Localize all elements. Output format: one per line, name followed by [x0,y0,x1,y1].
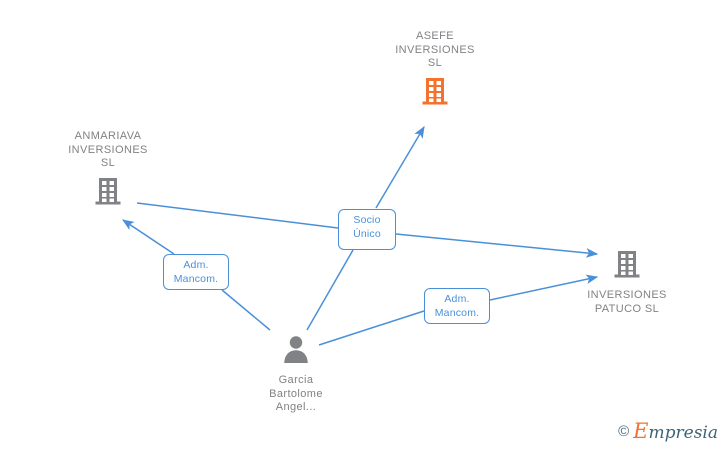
building-icon [557,248,697,285]
edge-label-socio-unico[interactable]: Socio Único [338,209,396,250]
edge-admright-to-patuco [489,274,599,301]
person-icon [226,333,366,370]
node-inversiones-patuco[interactable]: INVERSIONES PATUCO SL [557,248,697,316]
node-asefe-inversiones[interactable]: ASEFE INVERSIONES SL [365,30,505,112]
building-icon [365,75,505,112]
building-icon [38,175,178,212]
node-garcia-label: Garcia Bartolome Angel... [269,374,323,413]
node-anmariava-label: ANMARIAVA INVERSIONES SL [68,130,148,169]
brand-initial: E [633,419,649,443]
edge-anmariava-to-socio [136,202,339,229]
node-anmariava-inversiones[interactable]: ANMARIAVA INVERSIONES SL [38,130,178,212]
edge-garcia-to-socio [306,249,354,331]
edge-socio-to-patuco [395,233,599,258]
edge-label-adm-mancom-left[interactable]: Adm. Mancom. [163,254,229,290]
edge-garcia-to-admright [318,310,425,346]
empresia-watermark: © Empresia [618,421,718,442]
copyright-icon: © [618,423,630,440]
node-patuco-label: INVERSIONES PATUCO SL [587,289,667,315]
node-asefe-label: ASEFE INVERSIONES SL [395,30,475,69]
edge-label-adm-mancom-right[interactable]: Adm. Mancom. [424,288,490,324]
edge-admleft-to-anmariava [122,219,175,255]
edge-garcia-to-admleft [221,289,271,331]
brand-logo: Empresia [633,421,718,442]
node-garcia-bartolome-angel[interactable]: Garcia Bartolome Angel... [226,333,366,415]
brand-rest: mpresia [648,423,719,443]
edge-socio-to-asefe [375,125,425,209]
